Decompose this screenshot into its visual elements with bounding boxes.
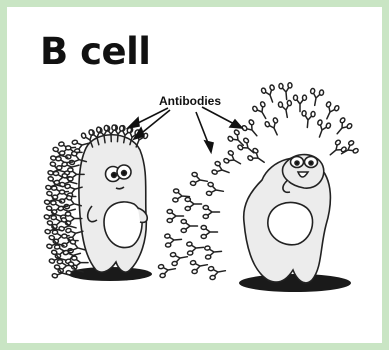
antibody-icon xyxy=(313,119,331,139)
antibody-icon xyxy=(301,111,315,128)
antibody-icon xyxy=(294,95,307,111)
antibody-icon xyxy=(190,172,208,188)
antibody-icon xyxy=(332,117,352,138)
right-b-cell xyxy=(244,155,331,283)
antibody-icon xyxy=(278,100,294,118)
antibody-icon xyxy=(321,101,340,121)
label-arrows xyxy=(128,107,242,152)
antibody-icon xyxy=(205,245,222,259)
antibody-icon xyxy=(181,220,197,233)
right-cell-shadow xyxy=(239,274,351,292)
left-b-cell xyxy=(79,135,147,272)
antibody-icon xyxy=(206,182,224,198)
antibody-icon xyxy=(190,258,208,274)
antibody-icon xyxy=(264,117,283,137)
antibody-icon xyxy=(185,198,201,211)
antibodies-label: Antibodies xyxy=(159,94,221,108)
antibody-icon xyxy=(170,250,188,266)
page-title: B cell xyxy=(40,30,150,73)
antibody-icon xyxy=(211,161,231,179)
antibody-icon xyxy=(208,264,226,280)
antibody-icon xyxy=(308,88,324,106)
antibody-icon xyxy=(241,119,261,140)
antibody-icon xyxy=(201,226,217,239)
antibody-icon xyxy=(279,83,293,100)
antibody-icon xyxy=(252,101,271,122)
antibody-icon xyxy=(223,150,244,169)
antibody-icon xyxy=(165,233,182,247)
antibody-icon xyxy=(237,137,258,157)
antibody-icon xyxy=(326,139,347,159)
antibody-icon xyxy=(187,241,204,255)
antibody-icon xyxy=(203,206,219,219)
